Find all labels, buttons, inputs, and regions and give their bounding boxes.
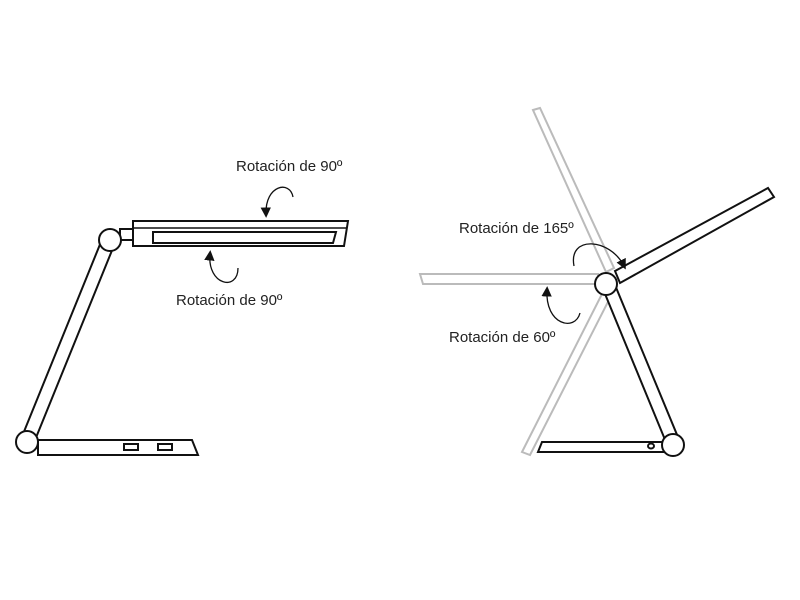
power-button-icon: [647, 442, 655, 450]
left-top-rotation-label: Rotación de 90º: [236, 158, 343, 175]
left-lamp-light-panel: [152, 231, 338, 244]
right-lamp: [418, 106, 776, 457]
left-lamp-head-connector: [119, 228, 135, 241]
ghost-arm: [520, 288, 614, 457]
right-bottom-rotation-label: Rotación de 60º: [449, 329, 556, 346]
right-lamp-arm: [601, 283, 682, 449]
left-lamp-base-joint: [15, 430, 39, 454]
right-lamp-head-joint: [594, 272, 618, 296]
ghost-head-vertical: [531, 106, 616, 274]
left-lamp: [15, 186, 350, 456]
right-lamp-head: [613, 186, 776, 285]
rotation-arrow-icon: [260, 186, 294, 218]
usb-port-icon: [123, 443, 139, 451]
left-lamp-base: [37, 439, 200, 456]
left-lamp-arm: [19, 235, 117, 447]
rotation-arrow-icon: [572, 243, 626, 270]
right-top-rotation-label: Rotación de 165º: [459, 220, 574, 237]
right-lamp-base-joint: [661, 433, 685, 457]
rotation-arrow-icon: [204, 250, 239, 284]
ghost-head-horizontal: [418, 273, 599, 285]
usb-port-icon: [157, 443, 173, 451]
rotation-arrow-icon: [541, 286, 581, 324]
left-bottom-rotation-label: Rotación de 90º: [176, 292, 283, 309]
left-lamp-head-joint: [98, 228, 122, 252]
